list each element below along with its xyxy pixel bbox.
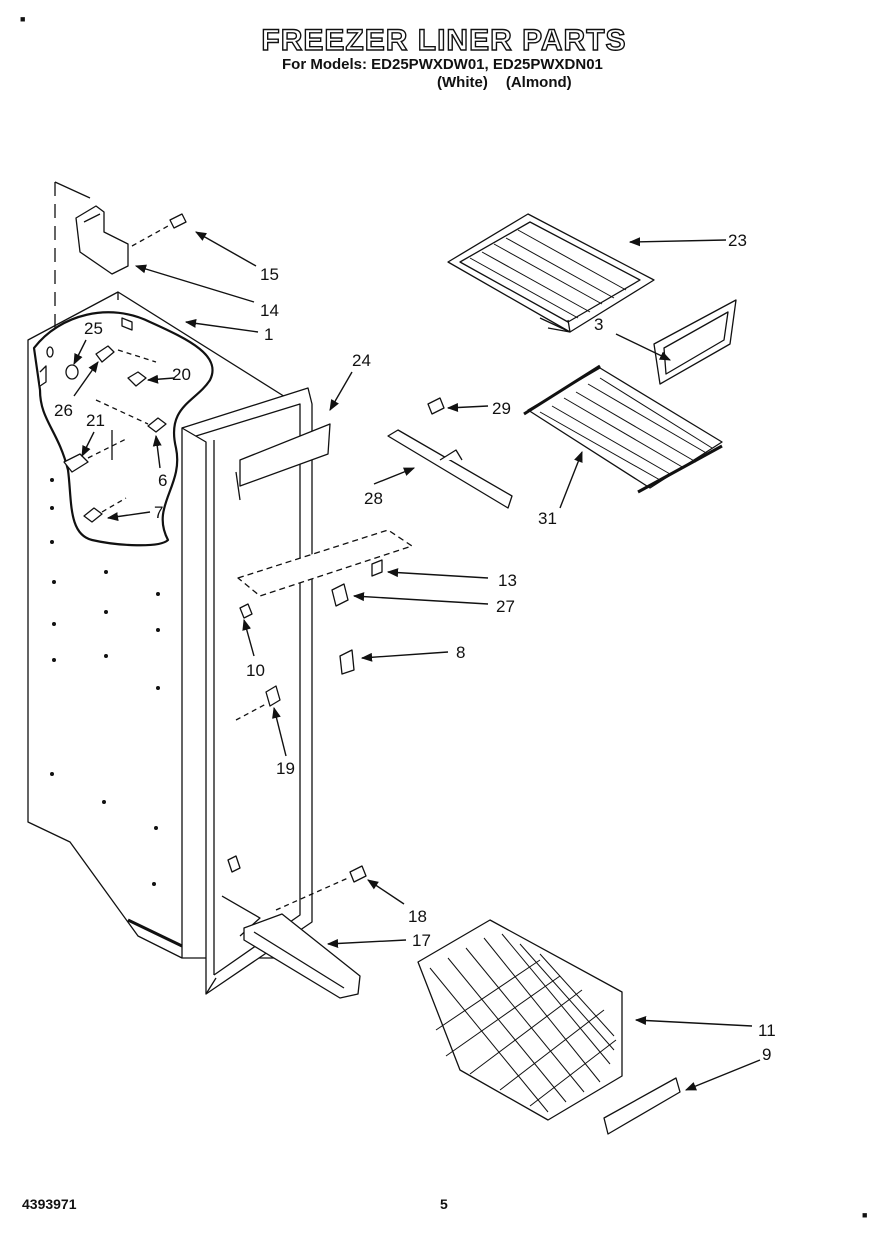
color-white: (White) [437, 74, 488, 91]
callout-7: 7 [154, 503, 163, 522]
callout-13: 13 [498, 571, 517, 590]
callout-8: 8 [456, 643, 465, 662]
callout-numbers: 1 14 15 25 26 20 21 6 7 24 23 3 29 28 31… [54, 231, 776, 1064]
detail-leader-lines [87, 349, 157, 513]
callout-arrows [73, 231, 761, 1091]
corner-mark-top: ■ [20, 14, 26, 24]
models-line: For Models: ED25PWXDW01, ED25PWXDN01 [282, 56, 603, 73]
basket-part-11 [417, 919, 623, 1121]
callout-11: 11 [758, 1021, 776, 1040]
callout-10: 10 [246, 661, 265, 680]
callout-25: 25 [84, 319, 103, 338]
basket-trim-part-9 [603, 1077, 681, 1135]
support-part-28 [387, 429, 513, 509]
screw-part-18 [349, 865, 367, 883]
screw-part-15 [169, 213, 187, 229]
bracket-part-14 [75, 205, 129, 275]
color-almond: (Almond) [505, 74, 572, 91]
callout-17: 17 [412, 931, 431, 950]
callout-20: 20 [172, 365, 191, 384]
callout-1: 1 [264, 325, 273, 344]
callout-28: 28 [364, 489, 383, 508]
callout-15: 15 [260, 265, 279, 284]
lamp-socket-parts [39, 317, 167, 523]
callout-29: 29 [492, 399, 511, 418]
page-number: 5 [440, 1196, 448, 1212]
callout-6: 6 [158, 471, 167, 490]
trim-part-17 [243, 913, 361, 999]
callout-19: 19 [276, 759, 295, 778]
callout-31: 31 [538, 509, 557, 528]
shelf-part-23 [447, 213, 655, 333]
page-title: FREEZER LINER PARTS [261, 23, 627, 57]
callout-23: 23 [728, 231, 747, 250]
screw-part-29 [427, 397, 445, 415]
trim-part-3 [653, 299, 737, 385]
callout-26: 26 [54, 401, 73, 420]
callout-21: 21 [86, 411, 105, 430]
color-line: (White) (Almond) [437, 74, 590, 91]
callout-14: 14 [260, 301, 279, 320]
wire-shelf-part-31 [523, 364, 723, 494]
corner-mark-bottom: ■ [862, 1210, 868, 1220]
callout-27: 27 [496, 597, 515, 616]
duct-cover-part-24 [235, 423, 331, 501]
detail-blob-outline [32, 311, 214, 547]
callout-18: 18 [408, 907, 427, 926]
callout-9: 9 [762, 1045, 771, 1064]
part-number: 4393971 [22, 1196, 77, 1212]
callout-3: 3 [594, 315, 603, 334]
callout-24: 24 [352, 351, 371, 370]
control-parts-13-27-8 [237, 529, 413, 675]
